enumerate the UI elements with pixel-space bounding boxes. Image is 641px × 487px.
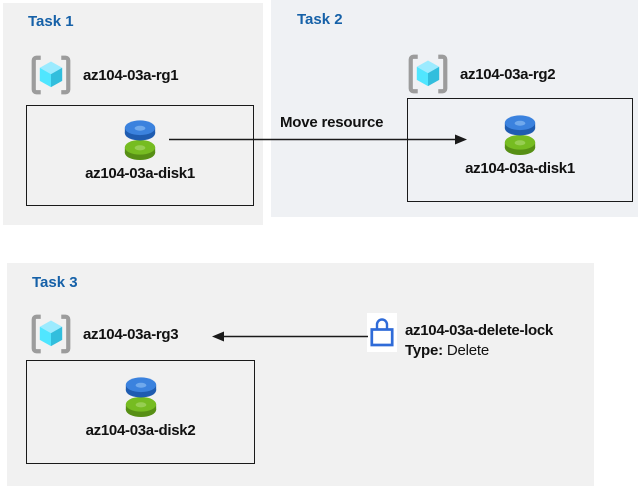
task1-resource-name: az104-03a-disk1 [85,165,195,182]
task3-resource-group-name: az104-03a-rg3 [83,325,179,343]
panel-task3: Task 3 az104-03a-rg3 az104-03a-disk2 az1… [7,263,594,486]
task3-lock-name: az104-03a-delete-lock [405,322,553,339]
panel-task2: Task 2 az104-03a-rg2 az104-03a-disk1 [271,0,638,217]
disk-icon [502,112,538,157]
lock-icon [367,313,397,352]
task3-resource-group: az104-03a-rg3 [30,312,179,356]
task3-resource-box: az104-03a-disk2 [26,360,255,464]
move-resource-label: Move resource [280,114,384,131]
task3-lock-type: Type: Delete [405,342,553,359]
task2-resource-group: az104-03a-rg2 [407,52,556,96]
task1-title: Task 1 [28,13,74,30]
task3-lock: az104-03a-delete-lock Type: Delete [367,313,553,359]
resource-group-icon [30,53,72,97]
panel-task1: Task 1 az104-03a-rg1 az104-03a-disk1 [3,3,263,225]
resource-group-icon [407,52,449,96]
task2-resource-name: az104-03a-disk1 [465,160,575,177]
resource-group-icon [30,312,72,356]
task3-resource-name: az104-03a-disk2 [85,422,196,439]
disk-icon [123,374,159,419]
task2-title: Task 2 [297,11,343,28]
task3-lock-text: az104-03a-delete-lock Type: Delete [405,313,553,359]
task2-resource-group-name: az104-03a-rg2 [460,65,556,83]
task3-lock-type-value: Delete [446,342,490,359]
task2-resource-box: az104-03a-disk1 [407,98,633,202]
task1-resource-group-name: az104-03a-rg1 [83,66,179,84]
disk-icon [122,117,158,162]
task1-resource-box: az104-03a-disk1 [26,105,254,206]
task3-title: Task 3 [32,274,78,291]
task3-lock-type-label: Type: [405,342,443,359]
task1-resource-group: az104-03a-rg1 [30,53,179,97]
